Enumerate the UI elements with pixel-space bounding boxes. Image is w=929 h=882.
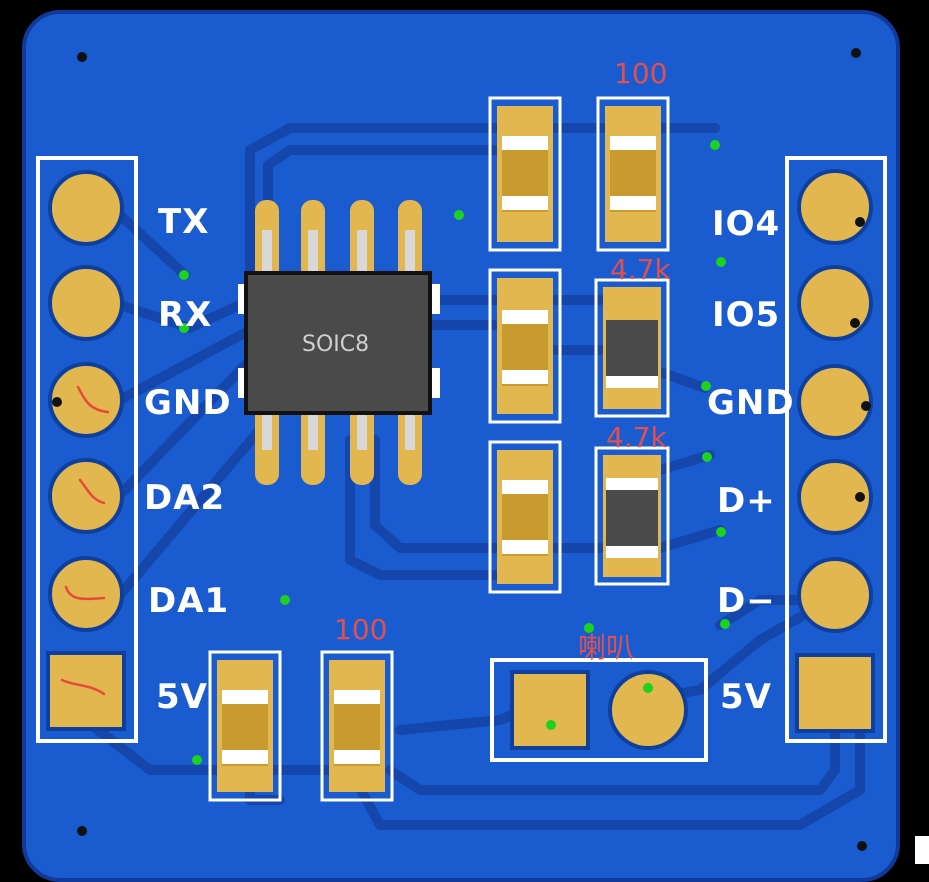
header-pad-da2 <box>48 458 124 534</box>
resistor-4-7k-1 <box>594 278 670 418</box>
label-da1: DA1 <box>148 581 230 621</box>
vias <box>179 140 730 765</box>
corner-artifact <box>915 836 929 864</box>
label-io5: IO5 <box>712 295 781 335</box>
capacitor-c3 <box>488 440 562 594</box>
left-pin-header <box>36 156 138 743</box>
soic8-pins <box>255 200 422 485</box>
header-pad-dminus <box>797 557 873 633</box>
value-pullup-1: 4.7k <box>610 253 671 286</box>
label-da2: DA2 <box>144 478 226 518</box>
header-pad-io4 <box>797 169 873 245</box>
header-pad-rx <box>48 265 124 341</box>
value-top-resistor: 100 <box>614 57 668 90</box>
label-dplus: D+ <box>717 481 776 521</box>
header-pad-tx <box>48 170 124 246</box>
value-speaker: 喇叭 <box>578 631 635 664</box>
label-io4: IO4 <box>712 204 781 244</box>
capacitor-c1 <box>488 96 562 252</box>
header-pad-io5 <box>797 265 873 341</box>
chip-label: SOIC8 <box>302 332 370 357</box>
pcb-substrate <box>22 10 900 882</box>
label-5v-left: 5V <box>156 677 208 717</box>
resistor-100-bottom <box>320 650 394 802</box>
header-pad-5v-right <box>795 653 875 733</box>
resistor-4-7k-2 <box>594 446 670 586</box>
label-gnd-left: GND <box>144 383 232 423</box>
right-pin-header <box>785 156 887 743</box>
header-pad-dplus <box>797 459 873 535</box>
header-pad-da1 <box>48 556 124 632</box>
header-pad-5v <box>46 651 126 731</box>
label-gnd-right: GND <box>707 383 795 423</box>
capacitor-c4 <box>208 650 282 802</box>
speaker-connector <box>490 658 708 762</box>
label-5v-right: 5V <box>720 677 772 717</box>
soic8-chip <box>238 271 440 415</box>
resistor-100-top <box>596 96 670 252</box>
label-dminus: D− <box>717 581 776 621</box>
capacitor-c2 <box>488 268 562 424</box>
label-rx: RX <box>158 295 213 335</box>
label-tx: TX <box>158 202 210 242</box>
mounting-holes <box>77 48 867 851</box>
header-pad-gnd-right <box>797 364 873 440</box>
value-bottom-resistor: 100 <box>334 613 388 646</box>
value-pullup-2: 4.7k <box>606 421 667 454</box>
smd-components <box>208 96 670 802</box>
